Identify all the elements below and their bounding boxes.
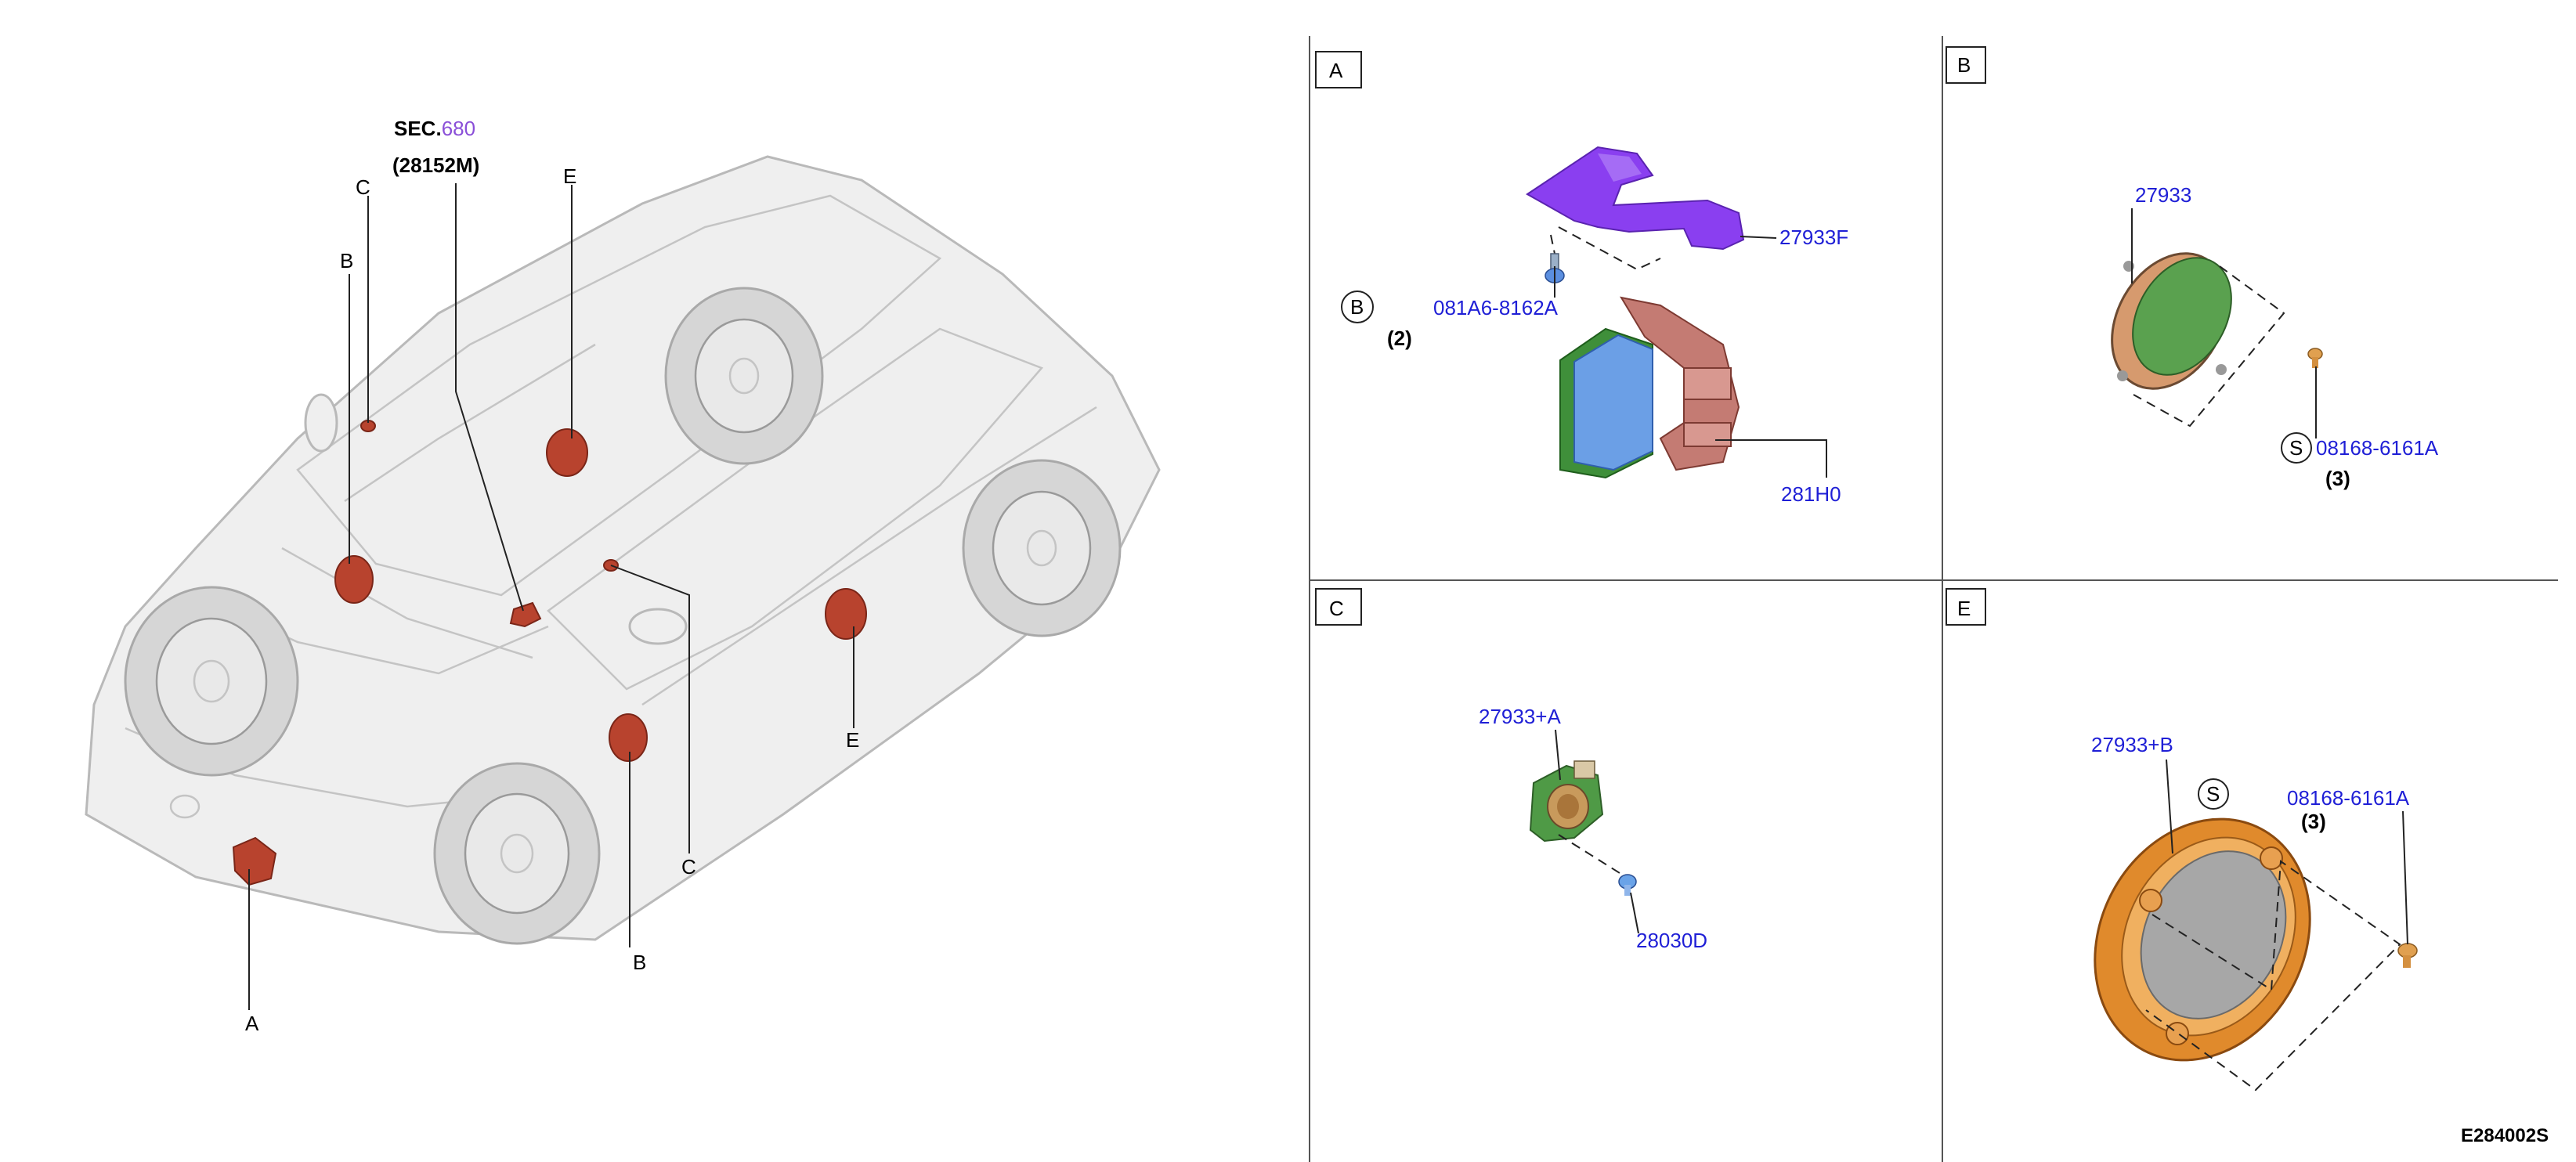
callout-b-lower[interactable]: B: [633, 951, 646, 974]
callout-e-upper[interactable]: E: [563, 164, 576, 188]
symbol-s-circle-e: [2198, 778, 2229, 810]
clip-28030d[interactable]: [1618, 874, 1637, 896]
symbol-b-circle: [1341, 290, 1374, 323]
tweeter-27933a[interactable]: [1529, 760, 1604, 843]
bracket-27933f[interactable]: [1526, 146, 1745, 251]
wheel-front-right: [433, 762, 601, 945]
wheel-rear-left: [664, 287, 824, 465]
callout-a[interactable]: A: [245, 1012, 259, 1035]
quantity-b: (3): [2325, 467, 2350, 490]
panel-a: A 27933F 081A6-8162A 281H0 B (2): [1315, 51, 1848, 506]
part-number-08168-6161a-b[interactable]: 08168-6161A: [2316, 436, 2439, 460]
panel-e-tag: E: [1957, 597, 1971, 620]
marker-e-door-speaker[interactable]: [825, 588, 867, 640]
callout-b-upper[interactable]: B: [340, 249, 353, 272]
speaker-27933[interactable]: [2089, 233, 2252, 409]
part-number-27933[interactable]: 27933: [2135, 183, 2191, 207]
symbol-b: B: [1350, 295, 1364, 319]
panel-b-tag: B: [1957, 53, 1971, 77]
callout-c-upper[interactable]: C: [356, 175, 370, 199]
section-part-number: (28152M): [392, 153, 479, 177]
section-prefix: SEC.: [394, 117, 442, 140]
module-281h0[interactable]: [1559, 296, 1740, 479]
quantity-a: (2): [1387, 327, 1412, 350]
part-number-28030d[interactable]: 28030D: [1636, 929, 1707, 952]
wheel-rear-right: [962, 459, 1122, 637]
marker-b-lower-speaker[interactable]: [609, 713, 648, 762]
marker-sec-680-unit[interactable]: [509, 601, 542, 628]
part-number-281h0[interactable]: 281H0: [1781, 482, 1841, 506]
speaker-27933b[interactable]: [2054, 781, 2351, 1099]
panel-a-tag: A: [1329, 59, 1343, 82]
part-number-08168-6161a-e[interactable]: 08168-6161A: [2287, 786, 2410, 810]
symbol-s-b: S: [2289, 436, 2303, 460]
wheel-front-left: [124, 586, 299, 777]
section-reference: SEC.680: [394, 117, 475, 140]
marker-e-rear-speaker[interactable]: [546, 428, 588, 477]
part-number-27933f[interactable]: 27933F: [1779, 226, 1848, 249]
car-component-markers: [232, 420, 867, 886]
panel-b: B 27933 08168-6161A S (3): [1946, 46, 2439, 490]
part-number-27933b[interactable]: 27933+B: [2091, 733, 2173, 756]
screw-08168-6161a-e[interactable]: [2397, 943, 2418, 968]
part-number-081a6-8162a[interactable]: 081A6-8162A: [1433, 296, 1559, 319]
panel-e: E 27933+B 08168-6161A S (3): [1946, 588, 2418, 1099]
marker-a-sensor[interactable]: [232, 836, 277, 886]
overview-leaders: [248, 183, 854, 1010]
quantity-e: (3): [2301, 810, 2326, 833]
diagram-code: E284002S: [2461, 1125, 2549, 1146]
marker-b-front-speaker[interactable]: [334, 555, 374, 604]
panel-c-tag: C: [1329, 597, 1344, 620]
screw-08168-6161a-b[interactable]: [2307, 348, 2323, 368]
panel-c: C 27933+A 28030D: [1315, 588, 1707, 952]
car-illustration: [85, 155, 1161, 945]
detail-grid-lines: [1309, 36, 2558, 1162]
symbol-s-circle-b: [2281, 432, 2312, 464]
symbol-s-e: S: [2206, 782, 2220, 806]
callout-e-lower[interactable]: E: [846, 728, 859, 752]
callout-c-lower[interactable]: C: [681, 855, 696, 879]
part-number-27933a[interactable]: 27933+A: [1479, 705, 1561, 728]
section-number-link[interactable]: 680: [442, 117, 475, 140]
